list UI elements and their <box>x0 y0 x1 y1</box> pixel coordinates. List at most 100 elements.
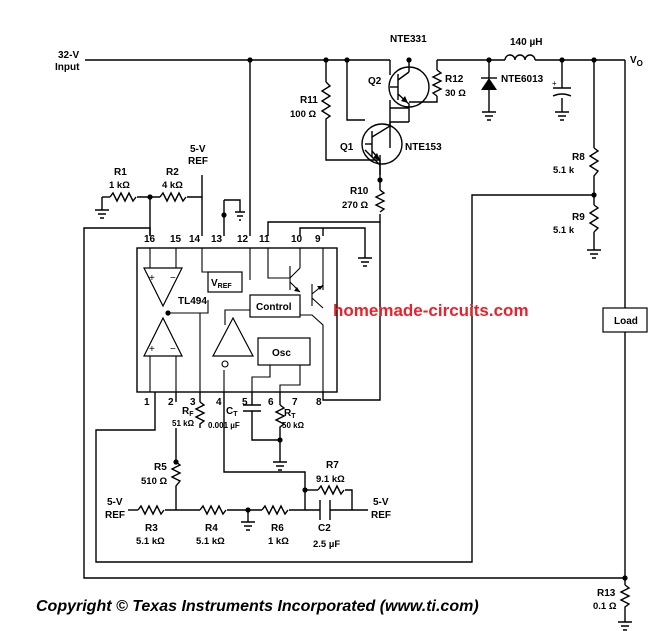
r5-value: 510 Ω <box>141 476 167 487</box>
r3-resistor <box>137 504 165 516</box>
inductor-value: 140 µH <box>510 37 542 48</box>
pin-5: 5 <box>242 397 248 408</box>
r11-label: R11 <box>300 95 318 106</box>
c2-label: C2 <box>318 523 331 534</box>
error-amp-2 <box>143 316 183 357</box>
labels: 32-V Input VO NTE331 Q2 R12 30 Ω 140 µH … <box>36 34 643 615</box>
osc-block-label: Osc <box>272 348 291 359</box>
control-block <box>249 294 301 318</box>
pin-12: 12 <box>237 234 249 245</box>
rt-label: RT <box>284 408 296 420</box>
r9-resistor <box>588 204 600 233</box>
pin-14: 14 <box>189 234 201 245</box>
pin-16: 16 <box>144 234 156 245</box>
vout-sub: O <box>637 59 643 68</box>
pin-7: 7 <box>292 397 298 408</box>
r10-resistor <box>374 189 386 213</box>
osc-block <box>257 337 311 366</box>
r12-label: R12 <box>445 74 464 85</box>
r7-resistor <box>317 484 345 496</box>
r2-value: 4 kΩ <box>162 180 183 191</box>
r13-resistor <box>619 584 631 612</box>
r8-resistor <box>588 147 600 178</box>
ct-label: CT <box>226 406 238 418</box>
pin-4: 4 <box>216 397 222 408</box>
r8-value: 5.1 k <box>553 165 575 176</box>
error-amp-1 <box>143 267 183 308</box>
vref-block <box>207 271 243 293</box>
pin-15: 15 <box>170 234 182 245</box>
rf-sub: F <box>189 411 194 418</box>
r2-resistor <box>159 191 187 203</box>
ref-left-label: 5-V <box>107 497 123 508</box>
r10-value: 270 Ω <box>342 200 368 211</box>
rt-main: R <box>284 408 292 419</box>
pin-11: 11 <box>259 234 270 245</box>
r6-resistor <box>261 504 289 516</box>
rt-value: 50 kΩ <box>282 421 305 430</box>
diode <box>481 77 497 90</box>
r1-resistor <box>109 191 137 203</box>
r4-value: 5.1 kΩ <box>196 536 225 547</box>
r12-resistor <box>431 69 443 97</box>
r5-label: R5 <box>154 462 167 473</box>
watermark: homemade-circuits.com <box>333 301 529 320</box>
pin-13: 13 <box>211 234 223 245</box>
pin-2: 2 <box>168 397 174 408</box>
vout-main: V <box>630 55 637 66</box>
pin-8: 8 <box>316 397 322 408</box>
r8-label: R8 <box>572 152 585 163</box>
r1-label: R1 <box>114 167 127 178</box>
r13-value: 0.1 Ω <box>593 601 617 612</box>
c2-value: 2.5 µF <box>313 539 340 550</box>
vref-main: V <box>211 278 218 289</box>
ref-top-label-2: REF <box>188 156 208 167</box>
pin-3: 3 <box>190 397 196 408</box>
rt-sub: T <box>291 413 296 420</box>
ref-right-label: 5-V <box>373 497 389 508</box>
copyright: Copyright © Texas Instruments Incorporat… <box>36 598 479 615</box>
r4-label: R4 <box>205 523 218 534</box>
svg-text:+: + <box>149 344 155 355</box>
r9-value: 5.1 k <box>553 225 575 236</box>
q1-part-label: NTE153 <box>405 142 442 153</box>
pin-6: 6 <box>268 397 274 408</box>
ct-main: C <box>226 406 233 417</box>
vref-sub: REF <box>218 283 233 290</box>
r4-resistor <box>199 504 227 516</box>
q1-transistor <box>361 121 409 175</box>
r6-value: 1 kΩ <box>268 536 289 547</box>
vout-label: VO <box>630 55 643 68</box>
resistors <box>109 69 631 612</box>
pwm-comparator <box>212 316 254 357</box>
ground-symbols <box>95 111 632 631</box>
r3-label: R3 <box>145 523 158 534</box>
q2-transistor <box>388 66 430 115</box>
svg-text:+: + <box>149 273 155 284</box>
r6-label: R6 <box>271 523 284 534</box>
r3-value: 5.1 kΩ <box>136 536 165 547</box>
ref-right-label-2: REF <box>371 510 391 521</box>
c2-capacitor <box>319 500 331 520</box>
vref-block-label: VREF <box>211 278 232 290</box>
q2-label: Q2 <box>368 76 382 87</box>
r12-value: 30 Ω <box>445 88 466 99</box>
rf-value: 51 kΩ <box>172 419 195 428</box>
r1-value: 1 kΩ <box>109 180 130 191</box>
r11-resistor <box>320 81 332 124</box>
q1-label: Q1 <box>340 142 354 153</box>
tl494-ic: + − + − <box>136 247 338 393</box>
ic-name: TL494 <box>178 296 207 307</box>
r10-label: R10 <box>350 186 369 197</box>
ct-value: 0.001 µF <box>208 421 240 430</box>
rf-main: R <box>182 406 190 417</box>
ct-capacitor <box>243 404 261 423</box>
rf-resistor <box>194 401 206 428</box>
ref-left-label-2: REF <box>105 510 125 521</box>
svg-text:−: − <box>170 273 176 284</box>
r7-label: R7 <box>326 460 339 471</box>
svg-text:−: − <box>170 344 176 355</box>
inductor <box>504 54 536 61</box>
svg-text:+: + <box>552 79 557 88</box>
